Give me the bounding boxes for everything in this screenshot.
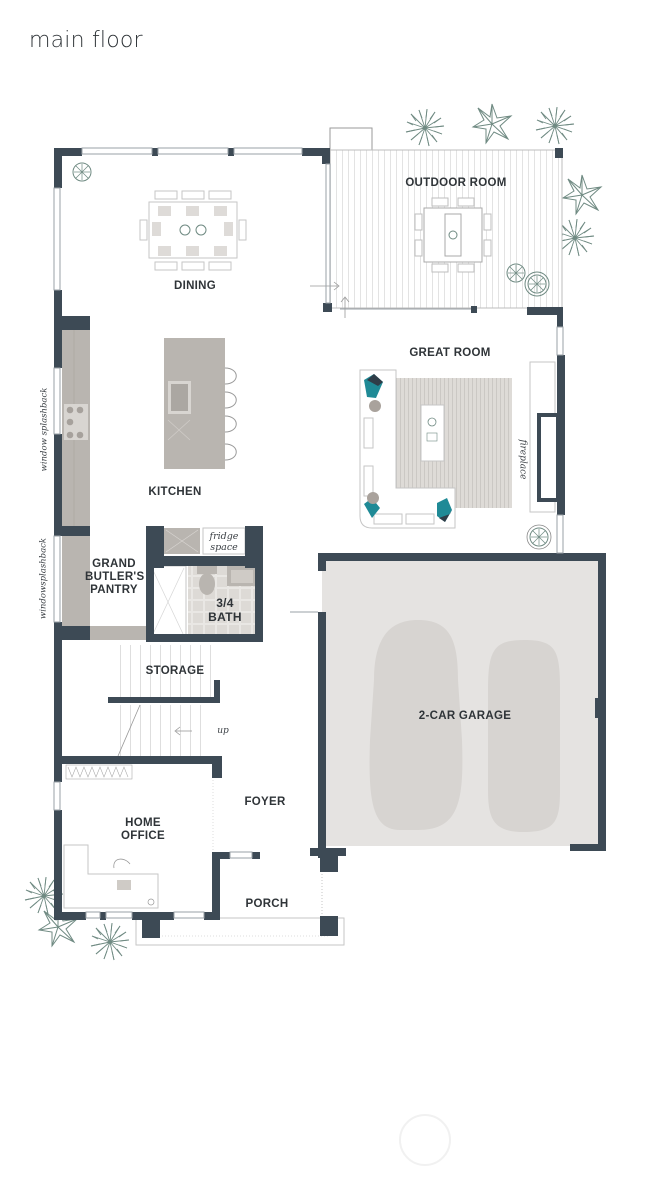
- windows: [53, 147, 564, 919]
- bath-fixtures: [149, 527, 262, 639]
- outdoor-room-area: [310, 127, 563, 318]
- room-label-line: GRAND: [92, 558, 136, 570]
- room-label-line: BUTLER'S: [85, 571, 145, 583]
- room-label-foyer: FOYER: [244, 796, 286, 808]
- kitchen-counters: [62, 330, 237, 640]
- room-label-grand-butlers-pantry: GRAND BUTLER'S PANTRY: [85, 558, 145, 597]
- great-room-furniture: [359, 361, 559, 550]
- room-label-line: OFFICE: [121, 830, 165, 842]
- room-label-line: HOME: [125, 817, 161, 829]
- room-label-storage: STORAGE: [145, 665, 205, 677]
- room-label-great-room: GREAT ROOM: [409, 347, 491, 359]
- room-label-kitchen: KITCHEN: [148, 486, 202, 498]
- window-splashback-note-1: window splashback: [39, 387, 50, 472]
- dining-table: [72, 162, 247, 271]
- compass-icon: [399, 1114, 451, 1166]
- room-label-three-quarter-bath: 3/4 BATH: [200, 596, 250, 624]
- room-label-line: PANTRY: [90, 584, 138, 596]
- note-line: space: [210, 542, 238, 553]
- floor-title: main floor: [29, 28, 143, 53]
- garage-area: [322, 556, 602, 846]
- room-label-dining: DINING: [173, 280, 217, 292]
- note-line: fridge: [209, 531, 239, 542]
- porch-area: [135, 780, 345, 946]
- window-splashback-note-2: windowsplashback: [38, 537, 49, 620]
- fireplace-note: fireplace: [517, 439, 528, 480]
- room-label-line: 3/4: [216, 596, 234, 610]
- staircase: [112, 645, 212, 757]
- room-label-line: BATH: [208, 610, 242, 624]
- stairs-up-note: up: [217, 726, 229, 736]
- room-label-porch: PORCH: [245, 898, 289, 910]
- walls: [54, 148, 606, 938]
- office-furniture: [63, 764, 159, 909]
- room-label-home-office: HOME OFFICE: [108, 817, 178, 843]
- fridge-space-note: fridge space: [204, 531, 244, 553]
- room-label-outdoor-room: OUTDOOR ROOM: [405, 177, 507, 189]
- room-label-two-car-garage: 2-CAR GARAGE: [418, 710, 512, 722]
